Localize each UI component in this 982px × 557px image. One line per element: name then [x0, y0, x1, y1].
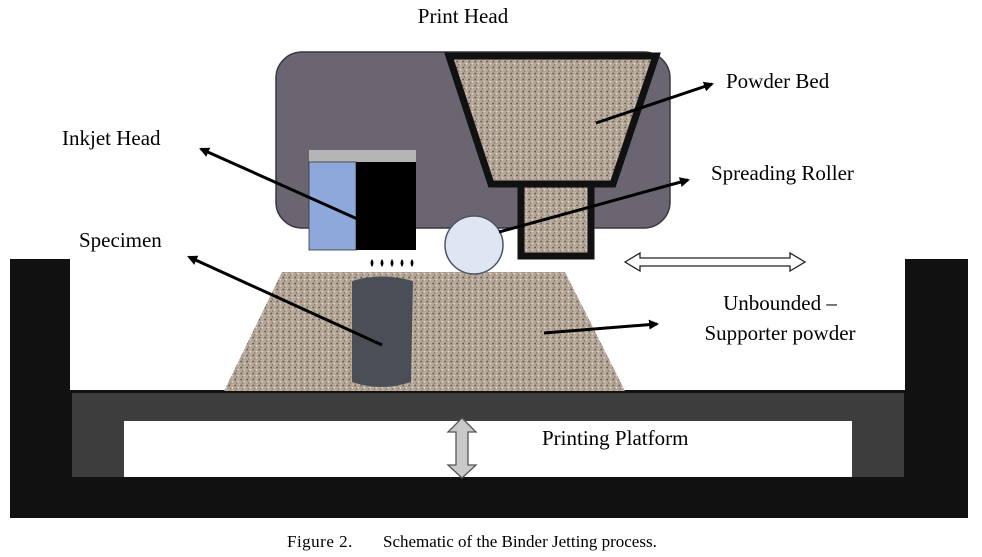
inkjet-head-cap: [309, 150, 416, 162]
spreading-roller-box: [517, 180, 595, 260]
printing-platform-label: Printing Platform: [542, 426, 688, 450]
specimen-pointer: [187, 255, 383, 347]
specimen: [352, 276, 413, 387]
spreading-roller: [444, 215, 504, 275]
platform-gap: [124, 421, 852, 477]
powder-bed-label: Powder Bed: [726, 69, 830, 93]
spreading-roller-label: Spreading Roller: [711, 161, 854, 185]
specimen-label: Specimen: [79, 228, 162, 252]
powder-bed-hopper: [444, 52, 661, 188]
inkjet-head-reservoir: [308, 161, 357, 251]
spreading-roller-pointer: [498, 177, 690, 234]
vertical-motion-arrow: [446, 417, 478, 479]
powder-bed-pointer: [595, 81, 714, 125]
platform-leg-left: [72, 421, 124, 477]
figure-caption: Schematic of the Binder Jetting process.: [383, 532, 657, 551]
inkjet-head-pointer: [199, 147, 392, 236]
figure-number: Figure 2.: [287, 532, 353, 551]
platform-leg-right: [852, 421, 904, 477]
unbounded-label-line2: Supporter powder: [704, 321, 855, 345]
platform-plate: [72, 393, 904, 421]
ink-droplets: [370, 259, 414, 267]
supporter-powder: [224, 272, 625, 391]
horizontal-motion-arrow: [623, 251, 807, 273]
inkjet-head-label: Inkjet Head: [62, 126, 161, 150]
supporter-powder-pointer: [543, 319, 659, 335]
unbounded-label-line1: Unbounded –: [723, 291, 837, 315]
inkjet-head-body: [356, 162, 416, 250]
print-head-label: Print Head: [418, 4, 509, 28]
